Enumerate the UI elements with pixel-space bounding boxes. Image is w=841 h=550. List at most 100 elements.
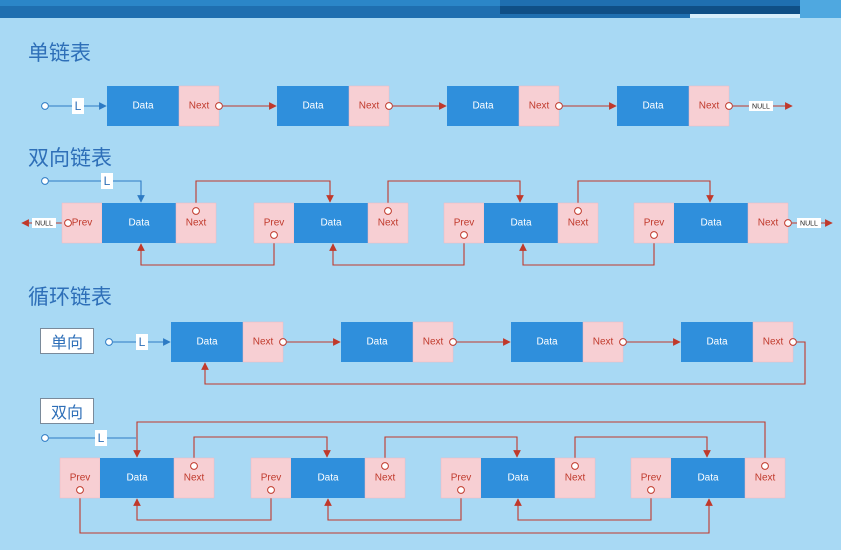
circular-return-arrow (201, 341, 806, 385)
next-pointer-dot (384, 207, 392, 215)
head-pointer-dot (41, 177, 49, 185)
next-cell (367, 202, 409, 244)
next-pointer-dot (385, 102, 393, 110)
data-cell (277, 86, 349, 126)
data-label: Data (510, 218, 532, 229)
prev-pointer-dot (647, 486, 655, 494)
data-label: Data (132, 101, 154, 112)
prev-label: Prev (644, 218, 665, 229)
section-title-singly-linked-list: 单链表 (28, 41, 91, 65)
next-label: Next (529, 101, 550, 112)
next-label: Next (375, 473, 396, 484)
next-pointer-dot (279, 338, 287, 346)
null-label-box (749, 101, 773, 111)
data-cell (447, 86, 519, 126)
null-label-box (797, 218, 821, 228)
next-pointer-dot (192, 207, 200, 215)
data-cell (102, 203, 176, 243)
next-cell (242, 321, 284, 363)
prev-label: Prev (451, 473, 472, 484)
next-cell (752, 321, 794, 363)
data-cell (100, 458, 174, 498)
head-pointer-dot (41, 434, 49, 442)
next-label: Next (186, 218, 207, 229)
prev-pointer-dot (650, 231, 658, 239)
data-cell (511, 322, 583, 362)
prev-link-arrow (519, 235, 655, 266)
data-label: Data (706, 337, 728, 348)
next-pointer-dot (215, 102, 223, 110)
next-pointer-dot (761, 462, 769, 470)
decorative-header-bar (0, 0, 841, 18)
prev-pointer-dot (457, 486, 465, 494)
prev-pointer-dot (460, 231, 468, 239)
head-label-box (95, 430, 107, 446)
next-cell (173, 457, 215, 499)
data-cell (481, 458, 555, 498)
next-pointer-dot (725, 102, 733, 110)
head-pointer-dot (41, 102, 49, 110)
data-cell (484, 203, 558, 243)
next-pointer-dot (789, 338, 797, 346)
prev-label: Prev (264, 218, 285, 229)
next-cell (688, 85, 730, 127)
data-cell (341, 322, 413, 362)
null-label-box (32, 218, 56, 228)
tag-one-way: 单向 (40, 328, 94, 354)
head-label-box (72, 98, 84, 114)
prev-link-arrow (133, 490, 272, 521)
null-label: NULL (752, 103, 770, 110)
prev-label: Prev (70, 473, 91, 484)
next-label: Next (699, 101, 720, 112)
head-label-box (101, 173, 113, 189)
data-label: Data (472, 101, 494, 112)
data-label: Data (700, 218, 722, 229)
head-pointer-dot (105, 338, 113, 346)
data-label: Data (642, 101, 664, 112)
head-label: L (139, 335, 146, 349)
head-link-arrow (49, 180, 145, 203)
next-label: Next (378, 218, 399, 229)
data-cell (171, 322, 243, 362)
next-label: Next (593, 337, 614, 348)
head-label: L (98, 431, 105, 445)
next-label: Next (755, 473, 776, 484)
circular-next-arrow (133, 421, 766, 466)
tag-two-way: 双向 (40, 398, 94, 424)
prev-label: Prev (261, 473, 282, 484)
data-cell (291, 458, 365, 498)
data-cell (674, 203, 748, 243)
data-cell (681, 322, 753, 362)
prev-link-arrow (329, 235, 465, 266)
prev-link-arrow (137, 235, 275, 266)
data-label: Data (317, 473, 339, 484)
data-cell (617, 86, 689, 126)
prev-label: Prev (641, 473, 662, 484)
next-label: Next (763, 337, 784, 348)
next-cell (348, 85, 390, 127)
next-cell (178, 85, 220, 127)
prev-label: Prev (72, 218, 93, 229)
next-pointer-dot (555, 102, 563, 110)
section-title-doubly-linked-list: 双向链表 (28, 146, 112, 170)
data-cell (107, 86, 179, 126)
data-label: Data (366, 337, 388, 348)
data-label: Data (302, 101, 324, 112)
data-label: Data (196, 337, 218, 348)
data-label: Data (536, 337, 558, 348)
next-link-arrow (193, 436, 331, 466)
head-label-box (136, 334, 148, 350)
next-pointer-dot (574, 207, 582, 215)
next-pointer-dot (190, 462, 198, 470)
circular-prev-arrow (79, 490, 713, 534)
next-label: Next (568, 218, 589, 229)
next-link-arrow (577, 180, 714, 211)
data-label: Data (697, 473, 719, 484)
data-cell (671, 458, 745, 498)
data-cell (294, 203, 368, 243)
prev-pointer-dot (267, 486, 275, 494)
next-link-arrow (195, 180, 334, 211)
next-label: Next (184, 473, 205, 484)
data-label: Data (507, 473, 529, 484)
